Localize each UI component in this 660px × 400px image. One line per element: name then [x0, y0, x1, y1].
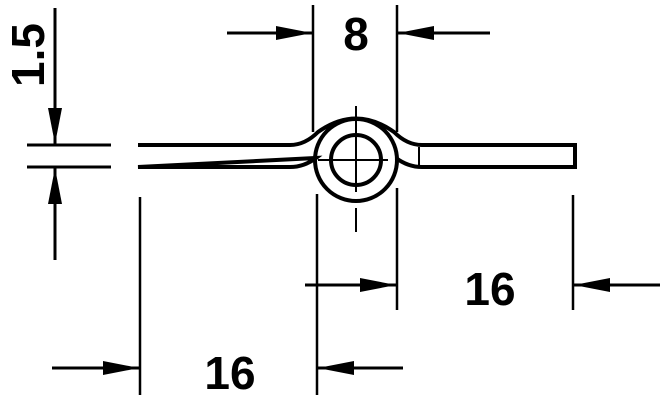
thickness-label: 1.5	[2, 23, 54, 87]
extension-lines	[138, 5, 575, 395]
knuckle-width-label: 8	[343, 8, 369, 60]
thickness-dimension	[27, 8, 111, 260]
left-leaf-label: 16	[204, 347, 255, 399]
center-lines	[318, 106, 388, 232]
right-leaf-label: 16	[464, 263, 515, 315]
